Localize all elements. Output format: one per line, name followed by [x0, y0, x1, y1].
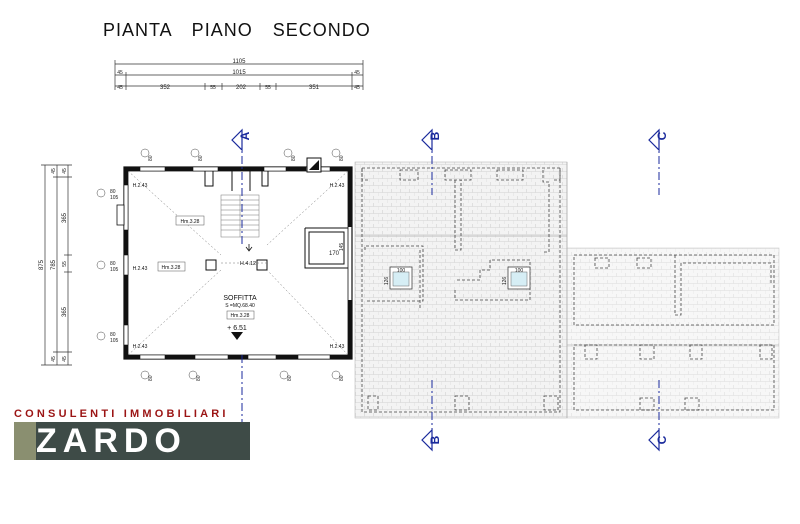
- dim-vert-total: 875: [39, 259, 45, 270]
- win-left-2-h: 105: [110, 267, 119, 273]
- section-c-top: C: [655, 131, 669, 140]
- room-area: S =MQ.68.40: [225, 303, 255, 309]
- height-center: H.4.12: [240, 261, 256, 267]
- win-left-2-w: 80: [110, 261, 116, 267]
- dim-vert-edge-bottom: 45: [51, 356, 57, 362]
- win-bot-1-w: 80: [148, 375, 154, 381]
- dim-vert-a: 365: [62, 212, 68, 223]
- chimney-mark: [309, 160, 319, 170]
- section-a-top: A: [238, 131, 252, 140]
- dim-part-1: 352: [160, 85, 171, 91]
- wall-fills: [124, 167, 352, 359]
- height-left: H.2.43: [133, 266, 148, 272]
- left-dimensions: [41, 164, 72, 366]
- plan-title: PIANTA PIANO SECONDO: [103, 20, 371, 40]
- dim-vert-edge-bottom-2: 45: [62, 356, 68, 362]
- win-left-1-h: 105: [110, 195, 119, 201]
- dim-part-5: 351: [309, 85, 320, 91]
- roof-window-1-w: 100: [397, 268, 406, 274]
- logo-name: ZARDO: [36, 422, 187, 460]
- dim-total: 1105: [233, 59, 247, 65]
- company-logo: CONSULENTI IMMOBILIARI ZARDO: [14, 408, 250, 460]
- win-top-4-w: 80: [339, 155, 345, 161]
- level-marker: [231, 332, 243, 340]
- dim-inner: 1015: [232, 70, 246, 76]
- interior-walls: [204, 171, 348, 271]
- win-bot-3-w: 80: [287, 375, 293, 381]
- win-top-2-w: 80: [198, 155, 204, 161]
- room-hm-box: [226, 310, 255, 320]
- roof-window-1: [389, 266, 413, 290]
- room-name: SOFFITTA: [223, 295, 257, 302]
- dim-edge-right: 45: [354, 70, 360, 76]
- height-bottom-left: H.2.43: [133, 344, 148, 350]
- window-tags-top: [96, 148, 341, 380]
- hm-top: Hm.3.28: [181, 219, 200, 225]
- hm-left-box: [157, 261, 186, 272]
- section-b-bottom: B: [428, 435, 442, 444]
- section-b-top: B: [428, 131, 442, 140]
- roof-window-2-h: 126: [502, 277, 508, 286]
- stairs: [220, 194, 260, 238]
- dim-vert-c: 365: [62, 306, 68, 317]
- hm-left: Hm.3.28: [162, 265, 181, 271]
- stair-arrow: [245, 244, 253, 252]
- stair-dim: 170: [329, 251, 340, 257]
- dim-part-4: 55: [265, 85, 271, 91]
- win-top-3-w: 80: [291, 155, 297, 161]
- logo-tagline: CONSULENTI IMMOBILIARI: [14, 408, 229, 420]
- dim-vert-edge-top: 45: [51, 168, 57, 174]
- room-hm: Hm.3.28: [231, 313, 250, 319]
- roof-dashed-walls: [361, 167, 775, 413]
- dim-vert-inner: 785: [51, 259, 57, 270]
- roof-window-1-h: 126: [384, 277, 390, 286]
- hm-top-box: [175, 215, 205, 226]
- win-left-1-w: 80: [110, 189, 116, 195]
- room-level: + 6.51: [227, 325, 247, 332]
- win-left-3-h: 105: [110, 338, 119, 344]
- dim-edge-left-2: 45: [117, 85, 123, 91]
- win-left-3-w: 80: [110, 332, 116, 338]
- dim-edge-right-2: 45: [354, 85, 360, 91]
- stair-dim-2: 145: [339, 243, 345, 252]
- roof-ridge-lines: [127, 170, 349, 356]
- win-bot-4-w: 80: [339, 375, 345, 381]
- section-c-bottom: C: [655, 435, 669, 444]
- dim-vert-edge-top-2: 45: [62, 168, 68, 174]
- left-wall-opening: [116, 204, 125, 226]
- roof-window-2: [507, 266, 531, 290]
- dim-vert-b: 55: [62, 261, 68, 267]
- dim-edge-left: 45: [117, 70, 123, 76]
- win-bot-2-w: 80: [196, 375, 202, 381]
- roof-area: [354, 161, 780, 419]
- height-top-right: H.2.43: [330, 183, 345, 189]
- dim-part-3: 202: [236, 85, 247, 91]
- height-bottom-right: H.2.43: [330, 344, 345, 350]
- logo-accent: [14, 422, 36, 460]
- height-top-left: H.2.43: [133, 183, 148, 189]
- top-dimensions: [114, 60, 364, 90]
- logo-box: ZARDO: [14, 422, 250, 460]
- win-top-1-w: 80: [148, 155, 154, 161]
- section-markers: [231, 128, 660, 452]
- roof-window-2-w: 100: [515, 268, 524, 274]
- dim-part-2: 55: [210, 85, 216, 91]
